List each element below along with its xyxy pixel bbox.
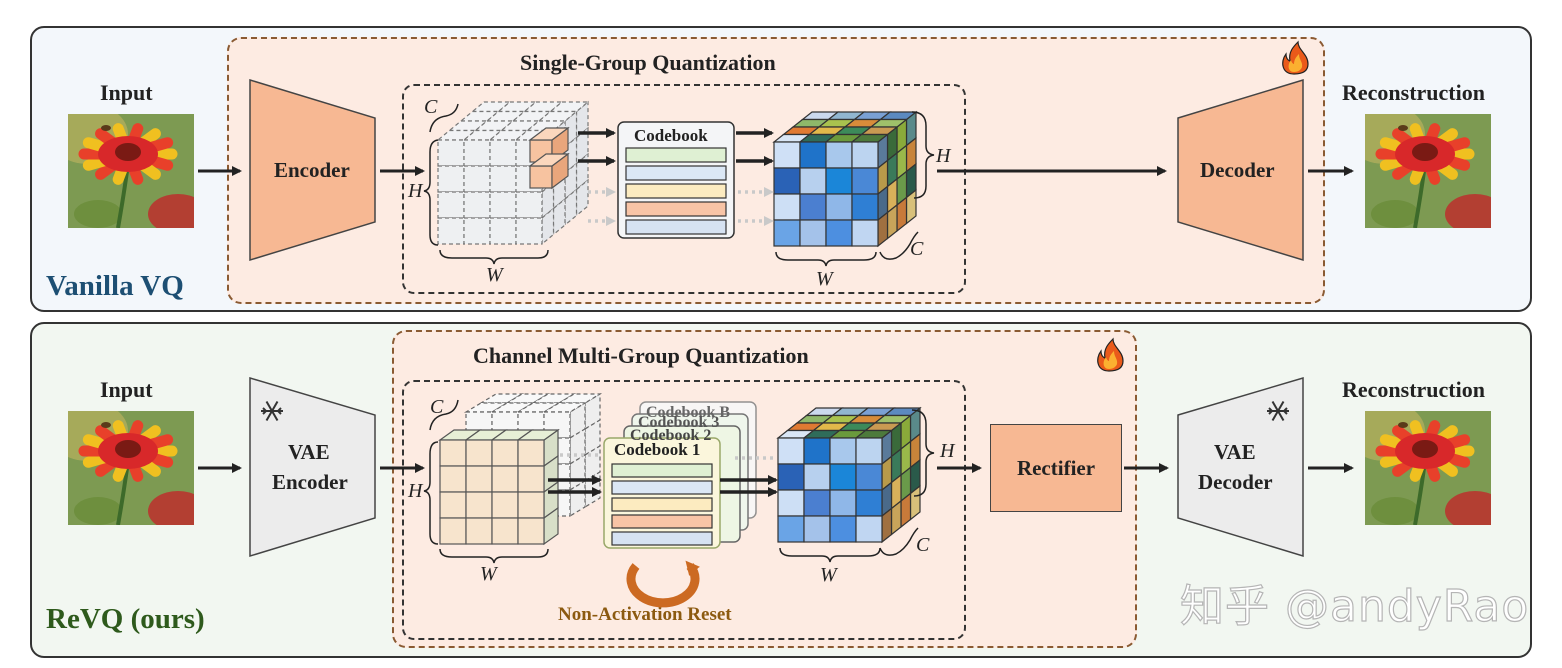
- snowflake-icon: [1267, 400, 1289, 422]
- quantized-cube-bottom: [776, 406, 922, 544]
- dim-w-top-right: W: [816, 268, 833, 290]
- vae-encoder-label-1: VAE: [288, 440, 330, 464]
- brace-h-bottom-right: [911, 409, 935, 497]
- reconstruction-image-top: [1365, 114, 1491, 228]
- vae-encoder-label-2: Encoder: [272, 470, 348, 494]
- flower-photo: [68, 411, 194, 525]
- multi-group-inner-box: [402, 380, 966, 640]
- watermark: 知乎 @andyRao: [1179, 580, 1530, 632]
- revq-label: ReVQ (ours): [46, 603, 205, 635]
- codebook-3-label: Codebook 3: [638, 414, 720, 431]
- top-reconstruction-label: Reconstruction: [1342, 80, 1485, 105]
- vae-decoder-label-2: Decoder: [1198, 470, 1273, 494]
- codebook-b-label: Codebook B: [646, 404, 731, 421]
- reset-arrow: [626, 560, 700, 608]
- brace-c-bottom-right: [879, 527, 919, 556]
- decoder-label-top: Decoder: [1200, 158, 1275, 182]
- vae-encoder-block: [249, 376, 376, 558]
- brace-w-top-left: [439, 249, 549, 265]
- bottom-input-label: Input: [100, 377, 153, 402]
- top-input-label: Input: [100, 80, 153, 105]
- vanilla-vq-label: Vanilla VQ: [46, 270, 184, 302]
- quantized-cube-top: [772, 110, 918, 248]
- encoder-block-top: [249, 78, 376, 262]
- flower-photo: [68, 114, 194, 228]
- dim-c-top-right: C: [910, 238, 924, 260]
- dim-w-bottom-right: W: [820, 564, 837, 586]
- latent-cube-bottom: [438, 392, 603, 546]
- codebook-stack: [603, 401, 757, 549]
- rectifier-block: Rectifier: [990, 424, 1122, 512]
- reconstruction-image-bottom: [1365, 411, 1491, 525]
- non-activation-reset-label: Non-Activation Reset: [558, 604, 732, 625]
- vae-decoder-label-1: VAE: [1214, 440, 1256, 464]
- codebook-2-label: Codebook 2: [630, 427, 712, 444]
- quantization-inner-box: [402, 84, 966, 294]
- fire-icon: [1097, 337, 1124, 372]
- brace-h-bottom-left: [423, 441, 439, 545]
- dim-h-bottom-right: H: [940, 440, 955, 462]
- flower-photo: [1365, 411, 1491, 525]
- input-image-bottom: [68, 411, 194, 525]
- dim-h-top-left: H: [408, 180, 423, 202]
- brace-c-top-right: [879, 231, 919, 260]
- brace-h-top-left: [423, 139, 439, 246]
- brace-w-bottom-right: [779, 547, 881, 563]
- top-quant-title: Single-Group Quantization: [520, 50, 776, 75]
- bottom-reconstruction-label: Reconstruction: [1342, 377, 1485, 402]
- bottom-quant-title: Channel Multi-Group Quantization: [473, 343, 809, 368]
- dim-c-bottom-left: C: [430, 396, 444, 418]
- dim-c-top-left: C: [424, 96, 438, 118]
- dim-c-bottom-right: C: [916, 534, 930, 556]
- latent-front-group: [438, 428, 560, 546]
- dim-h-bottom-left: H: [408, 480, 423, 502]
- decoder-block-top: [1177, 78, 1304, 262]
- dim-w-bottom-left: W: [480, 563, 497, 585]
- codebook-1-label: Codebook 1: [614, 440, 701, 459]
- brace-c-bottom-left: [429, 399, 459, 431]
- codebook-label-top: Codebook: [634, 126, 708, 145]
- dim-w-top-left: W: [486, 264, 503, 286]
- flower-photo: [1365, 114, 1491, 228]
- brace-c-top-left: [429, 103, 459, 133]
- brace-w-bottom-left: [439, 548, 549, 564]
- encoder-label-top: Encoder: [274, 158, 350, 182]
- brace-h-top-right: [911, 111, 935, 199]
- input-image-top: [68, 114, 194, 228]
- latent-cube-top: [436, 100, 590, 246]
- dim-h-top-right: H: [936, 145, 951, 167]
- fire-icon: [1282, 40, 1309, 75]
- snowflake-icon: [261, 400, 283, 422]
- codebook-top: [617, 121, 735, 239]
- brace-w-top-right: [775, 251, 877, 267]
- vae-decoder-block: [1177, 376, 1304, 558]
- rectifier-label: Rectifier: [1016, 455, 1096, 480]
